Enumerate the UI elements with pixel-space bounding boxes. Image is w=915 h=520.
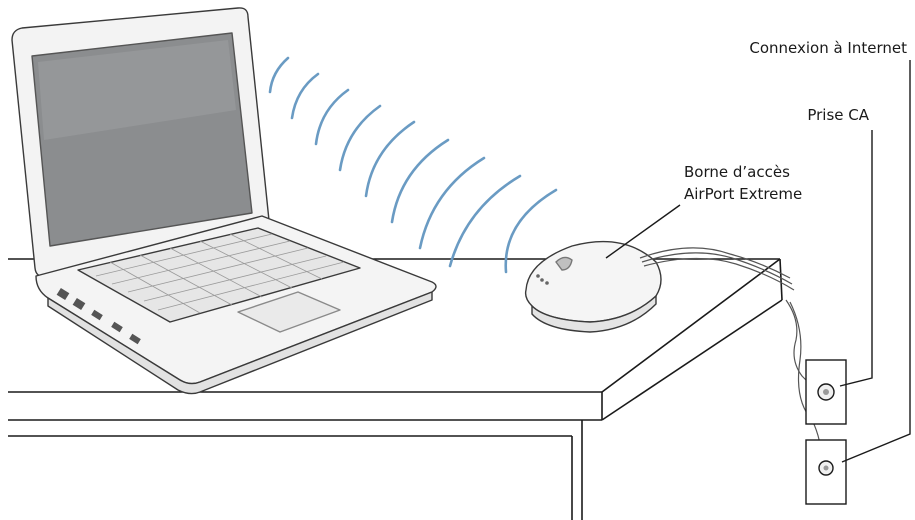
cable	[639, 247, 791, 279]
laptop-icon	[11, 7, 437, 395]
wifi-wave-7	[418, 156, 486, 250]
ethernet-jack-center	[823, 465, 829, 471]
label-base-station: Borne d’accès AirPort Extreme	[684, 161, 802, 205]
laptop-base-side	[47, 291, 433, 395]
leader-line-borne	[605, 204, 681, 259]
table-side-bottom	[601, 299, 783, 421]
wifi-wave-2	[290, 72, 320, 120]
leader-line-prise	[839, 130, 873, 387]
label-base-station-line1: Borne d’accès	[684, 163, 790, 181]
wifi-wave-9	[504, 188, 558, 274]
leader-line-internet	[841, 60, 911, 463]
laptop-trackpad	[237, 291, 341, 333]
table-side-top	[779, 258, 783, 301]
status-light	[540, 278, 544, 282]
laptop-screen-sheen	[38, 40, 236, 140]
base-station-icon	[524, 240, 662, 333]
cable	[641, 252, 793, 285]
ethernet-jack-icon	[805, 439, 847, 505]
wifi-wave-8	[448, 174, 522, 268]
laptop-keyboard	[77, 227, 361, 323]
power-plug-center	[823, 389, 829, 395]
base-station-bottom	[531, 294, 657, 333]
status-light	[536, 274, 540, 278]
wifi-wave-4	[338, 104, 382, 172]
wifi-wave-1	[268, 56, 290, 94]
table-right-edge	[601, 258, 781, 393]
table	[8, 258, 783, 520]
keyboard-keys	[95, 233, 345, 314]
cable	[643, 257, 795, 291]
leader-lines	[605, 60, 911, 463]
status-light	[545, 281, 549, 285]
wifi-wave-5	[364, 120, 416, 198]
wifi-wave-3	[314, 88, 350, 146]
base-station-logo	[555, 256, 573, 271]
wifi-waves-icon	[268, 56, 558, 274]
label-ac-outlet: Prise CA	[807, 106, 869, 124]
cables	[639, 247, 823, 467]
label-internet-connection: Connexion à Internet	[749, 39, 907, 57]
wifi-wave-6	[390, 138, 450, 224]
label-base-station-line2: AirPort Extreme	[684, 185, 803, 203]
laptop-ports	[56, 287, 141, 345]
wall-outlet-icon	[805, 359, 847, 425]
